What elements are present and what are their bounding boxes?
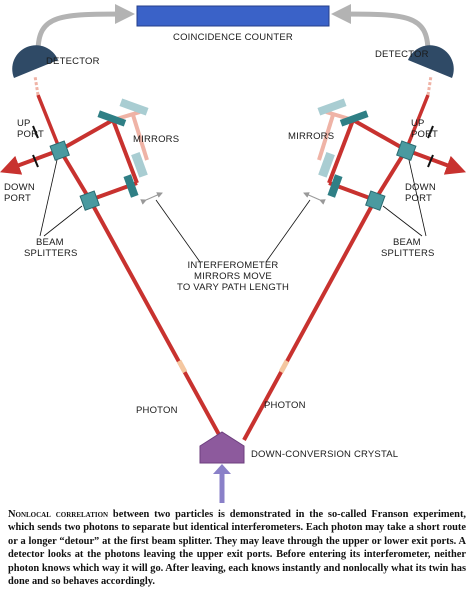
mirror-moving-left: [123, 174, 139, 198]
interferometer-note-line2: MIRRORS MOVE: [194, 271, 272, 282]
up-port-right-line1: UP: [411, 118, 425, 129]
crystal-label: DOWN-CONVERSION CRYSTAL: [251, 449, 398, 460]
detector-right: [408, 45, 454, 78]
down-port-left-line2: PORT: [4, 193, 31, 204]
down-port-right-line1: DOWN: [405, 182, 436, 193]
up-port-left-line1: UP: [17, 118, 31, 129]
up-port-left-line2: PORT: [17, 129, 44, 140]
interferometer-note-line3: TO VARY PATH LENGTH: [177, 282, 289, 293]
detector-right-label: DETECTOR: [375, 49, 429, 60]
mirrors-left-label: MIRRORS: [133, 134, 179, 145]
photon-right-label: PHOTON: [264, 400, 306, 411]
down-port-marker-left: [32, 154, 39, 168]
beam-splitter-lower-left: [79, 190, 100, 211]
photon-packet-right: [278, 359, 290, 374]
mirror-fixed-right: [339, 110, 369, 127]
ghost-mirror-upper-right: [317, 98, 347, 116]
down-port-arrow-right: [405, 148, 467, 175]
down-port-right-line2: PORT: [405, 193, 432, 204]
beam-splitters-right-line2: SPLITTERS: [381, 248, 435, 259]
up-port-right-line2: PORT: [411, 129, 438, 140]
down-port-left-line1: DOWN: [4, 182, 35, 193]
down-port-arrow-left: [0, 148, 61, 175]
coincidence-counter: [136, 5, 330, 27]
mirror-moving-right: [327, 174, 343, 198]
photon-beam-right: [242, 199, 377, 441]
ghost-mirror-lower-right: [318, 152, 335, 178]
photon-packet-left: [176, 359, 188, 374]
mirrors-right-label: MIRRORS: [288, 131, 334, 142]
caption-lead: Nonlocal correlation: [8, 509, 109, 520]
down-port-marker-right: [427, 154, 434, 168]
beam-splitter-upper-right: [396, 140, 417, 161]
detector-left: [12, 45, 58, 78]
ghost-mirror-lower-left: [131, 152, 148, 178]
beam-splitter-upper-left: [49, 140, 70, 161]
interferometer-note-line1: INTERFEROMETER: [188, 260, 279, 271]
cable-left: [35, 4, 136, 53]
cable-right: [330, 4, 431, 53]
mirror-move-indicator-left: [140, 192, 163, 205]
beam-splitter-lower-right: [365, 190, 386, 211]
up-port-marker-right: [427, 125, 434, 139]
down-conversion-crystal: [199, 431, 245, 464]
beam-splitters-right-line1: BEAM: [393, 237, 421, 248]
ghost-mirror-upper-left: [119, 98, 149, 116]
figure-caption: Nonlocal correlation between two particl…: [8, 508, 466, 588]
franson-experiment-diagram: COINCIDENCE COUNTER: [0, 4, 467, 503]
photon-left-label: PHOTON: [136, 405, 178, 416]
beam-splitters-left-line1: BEAM: [36, 237, 64, 248]
mirror-move-indicator-right: [303, 192, 326, 205]
caption-body: between two particles is demonstrated in…: [8, 509, 466, 588]
up-port-marker-left: [32, 125, 39, 139]
interferometer-note-leaders: [155, 199, 311, 263]
detector-left-label: DETECTOR: [46, 56, 100, 67]
photon-beam-left: [88, 199, 224, 441]
beam-splitters-left-line2: SPLITTERS: [24, 248, 78, 259]
mirror-fixed-left: [97, 110, 127, 127]
pump-arrow-head: [213, 464, 231, 474]
coincidence-counter-label: COINCIDENCE COUNTER: [173, 32, 293, 43]
beam-splitter-leaders: [39, 159, 427, 237]
